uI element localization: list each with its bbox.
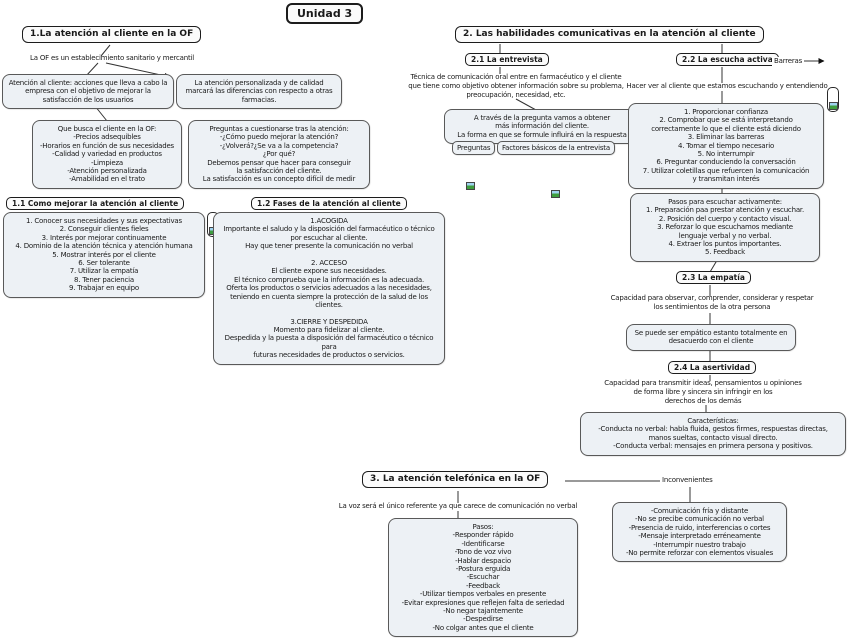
node-telefonica-inconvenientes[interactable]: -Comunicación fría y distante -No se pre… [612, 502, 787, 563]
node-empatia-nota[interactable]: Se puede ser empático estanto totalmente… [626, 324, 796, 351]
attachment-pill-barreras[interactable] [827, 87, 839, 112]
node-asertividad-desc[interactable]: Capacidad para transmitir ideas, pensami… [604, 379, 802, 405]
topic-atencion-telefonica[interactable]: 3. La atención telefónica en la OF [362, 471, 549, 488]
node-of-establecimiento[interactable]: La OF es un establecimiento sanitario y … [30, 54, 194, 62]
node-escucha-claves[interactable]: 1. Proporcionar confianza 2. Comprobar q… [628, 103, 824, 189]
image-attachment-icon[interactable] [551, 190, 560, 198]
node-telefonica-desc[interactable]: La voz será el único referente ya que ca… [338, 502, 578, 510]
image-attachment-icon [829, 102, 838, 110]
node-fases-contenido[interactable]: 1.ACOGIDA Importante el saludo y la disp… [213, 212, 445, 365]
unit-title[interactable]: Unidad 3 [286, 3, 364, 25]
node-lista-mejorar-atencion[interactable]: 1. Conocer sus necesidades y sus expecta… [3, 212, 205, 298]
node-barreras-label[interactable]: Barreras [772, 57, 805, 66]
topic-fases-atencion[interactable]: 1.2 Fases de la atención al cliente [251, 197, 407, 210]
topic-como-mejorar-atencion[interactable]: 1.1 Como mejorar la atención al cliente [6, 197, 185, 210]
node-definicion-atencion[interactable]: Atención al cliente: acciones que lleva … [2, 74, 174, 110]
node-atencion-personalizada[interactable]: La atención personalizada y de calidad m… [176, 74, 342, 110]
node-inconvenientes-label[interactable]: Inconvenientes [660, 476, 715, 485]
node-telefonica-pasos[interactable]: Pasos: -Responder rápido -Identificarse … [388, 518, 578, 638]
node-entrevista-desc[interactable]: Técnica de comunicación oral entre en fa… [408, 73, 624, 99]
node-escucha-pasos[interactable]: Pasos para escuchar activamente: 1. Prep… [630, 193, 820, 262]
node-preguntas-cuestionarse[interactable]: Preguntas a cuestionarse tras la atenció… [188, 120, 370, 189]
node-pregunta-info[interactable]: A través de la pregunta vamos a obtener … [444, 109, 640, 145]
topic-asertividad[interactable]: 2.4 La asertividad [668, 361, 757, 374]
topic-escucha-activa[interactable]: 2.2 La escucha activa [676, 53, 779, 66]
topic-entrevista[interactable]: 2.1 La entrevista [465, 53, 549, 66]
topic-habilidades-comunicativas[interactable]: 2. Las habilidades comunicativas en la a… [455, 26, 764, 43]
node-empatia-desc[interactable]: Capacidad para observar, comprender, con… [610, 294, 814, 311]
topic-atencion-cliente-of[interactable]: 1.La atención al cliente en la OF [22, 26, 202, 43]
topic-empatia[interactable]: 2.3 La empatía [676, 271, 751, 284]
node-factores-basicos[interactable]: Factores básicos de la entrevista [497, 141, 615, 156]
node-que-busca-cliente[interactable]: Que busca el cliente en la OF: -Precios … [32, 120, 182, 189]
node-escucha-desc[interactable]: Hacer ver al cliente que estamos escucha… [626, 82, 828, 90]
node-preguntas[interactable]: Preguntas [452, 141, 496, 156]
node-asertividad-caracteristicas[interactable]: Características: -Conducta no verbal: ha… [580, 412, 846, 456]
image-attachment-icon[interactable] [466, 182, 475, 190]
